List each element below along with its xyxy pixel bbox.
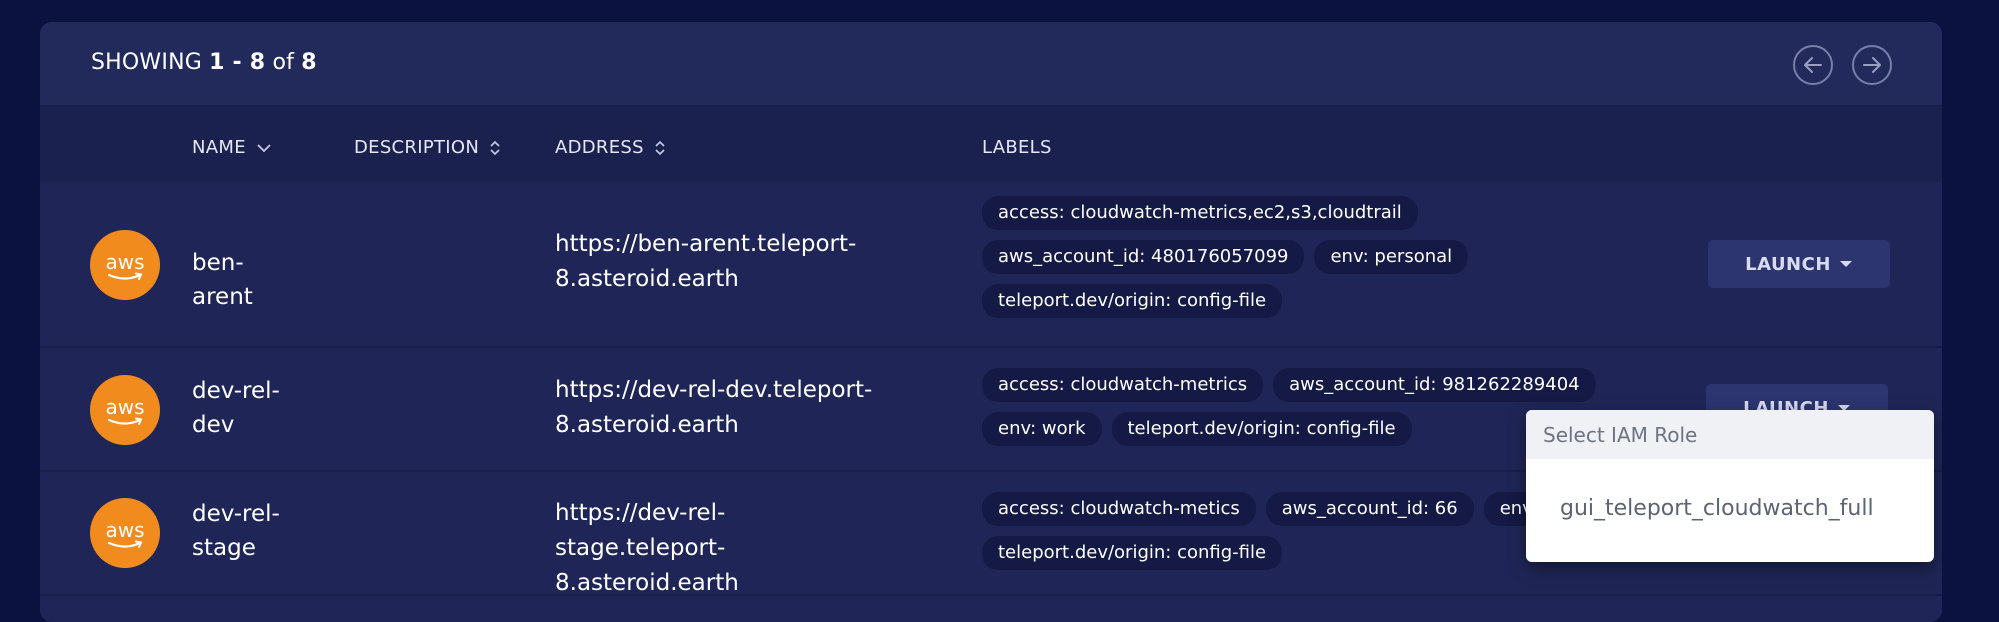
- dropdown-header: Select IAM Role: [1526, 410, 1934, 459]
- table-header: NAME DESCRIPTION ADDRESS LABELS: [40, 105, 1942, 182]
- iam-role-option[interactable]: gui_teleport_cloudwatch_full: [1560, 496, 1874, 521]
- app-labels: access: cloudwatch-metrics aws_account_i…: [982, 368, 1622, 446]
- label-chip: access: cloudwatch-metics: [982, 492, 1256, 526]
- sort-icon: [655, 140, 665, 155]
- label-chip: teleport.dev/origin: config-file: [982, 284, 1283, 318]
- next-page-button[interactable]: [1852, 45, 1892, 85]
- caret-down-icon: [1837, 405, 1850, 411]
- aws-logo-icon: aws: [90, 230, 160, 300]
- aws-smile-icon: [107, 540, 143, 548]
- prev-page-button[interactable]: [1793, 45, 1833, 85]
- chevron-down-icon: [257, 143, 271, 152]
- table-row: aws ben-arent https://ben-arent.teleport…: [40, 182, 1942, 348]
- aws-smile-icon: [107, 417, 143, 425]
- label-chip: aws_account_id: 480176057099: [982, 240, 1305, 274]
- label-chip: teleport.dev/origin: config-file: [1111, 412, 1412, 446]
- aws-smile-icon: [107, 272, 143, 280]
- app-address: https://ben-arent.teleport- 8.asteroid.e…: [555, 231, 857, 292]
- arrow-right-icon: [1863, 57, 1881, 73]
- label-chip: aws_account_id: 981262289404: [1273, 368, 1596, 402]
- label-chip: env: work: [982, 412, 1102, 446]
- label-chip: aws_account_id: 66: [1265, 492, 1474, 526]
- sort-icon: [490, 140, 500, 155]
- launch-button[interactable]: LAUNCH: [1708, 240, 1890, 288]
- column-header-name[interactable]: NAME: [192, 137, 272, 158]
- aws-logo-icon: aws: [90, 498, 160, 568]
- column-header-description[interactable]: DESCRIPTION: [354, 137, 501, 158]
- column-header-address[interactable]: ADDRESS: [555, 137, 666, 158]
- label-chip: teleport.dev/origin: config-file: [982, 536, 1283, 570]
- column-header-labels: LABELS: [982, 137, 1052, 158]
- apps-table-card: SHOWING 1 - 8 of 8 NAME DESCRIPTION: [40, 22, 1942, 622]
- iam-role-dropdown: Select IAM Role gui_teleport_cloudwatch_…: [1526, 410, 1934, 562]
- app-name: dev-rel- stage: [192, 501, 280, 561]
- label-chip: access: cloudwatch-metrics: [982, 368, 1264, 402]
- app-address: https://dev-rel-stage.teleport- 8.astero…: [555, 500, 739, 596]
- arrow-left-icon: [1804, 57, 1822, 73]
- app-name: dev-rel- dev: [192, 378, 280, 438]
- pagination-summary: SHOWING 1 - 8 of 8: [91, 50, 317, 75]
- table-toolbar: SHOWING 1 - 8 of 8: [40, 22, 1942, 105]
- caret-down-icon: [1839, 261, 1852, 267]
- app-labels: access: cloudwatch-metrics,ec2,s3,cloudt…: [982, 196, 1622, 318]
- label-chip: access: cloudwatch-metrics,ec2,s3,cloudt…: [982, 196, 1418, 230]
- aws-logo-icon: aws: [90, 375, 160, 445]
- app-name: ben-arent: [192, 250, 253, 310]
- label-chip: env: personal: [1314, 240, 1469, 274]
- app-address: https://dev-rel-dev.teleport- 8.asteroid…: [555, 377, 873, 438]
